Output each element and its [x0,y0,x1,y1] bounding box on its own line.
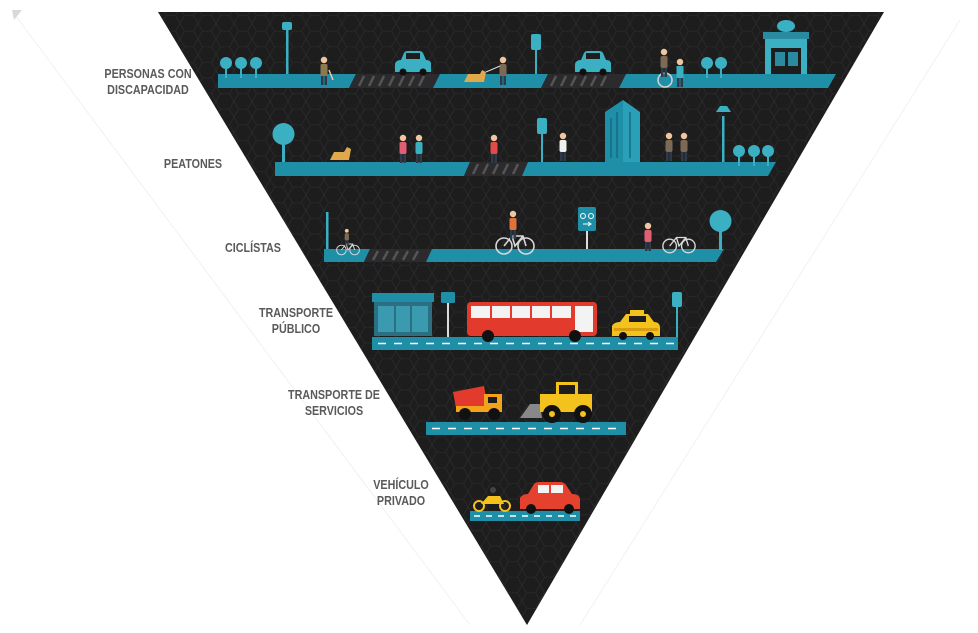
road-level-2 [275,162,470,176]
level-label-line1: CICLÍSTAS [225,241,281,255]
level-label-ciclistas: CICLÍSTAS [206,240,301,256]
taxi-icon [612,310,660,340]
corner-mark [12,10,22,20]
blind-person-with-guide-dog-icon [464,56,507,85]
person-walking-icon [559,132,567,161]
cyclist-icon [495,210,535,255]
level-label-line1: TRANSPORTE DE [288,388,380,402]
wheelchair-user-icon [657,48,684,88]
watermark-lines [14,14,961,626]
level-peatones [272,100,776,176]
crosswalk-1 [349,74,440,88]
person-walking-icon [644,222,652,251]
loader-icon [520,382,592,423]
street-lamp-icon [716,106,731,162]
runner-icon [490,134,498,163]
level-vehiculo-privado [470,482,580,521]
road-level-3 [324,249,370,262]
bus-icon [467,302,597,342]
street-lamp-icon [326,212,329,249]
kiosk-icon [763,20,809,74]
level-transporte-publico [372,292,682,350]
level-label-transporte-publico: TRANSPORTE PÚBLICO [244,305,347,337]
dump-truck-icon [453,386,502,420]
level-label-peatones: PEATONES [146,156,241,172]
person-walking-icon [320,56,334,85]
car-icon [520,482,580,514]
level-label-line1: PERSONAS CON [104,67,192,81]
traffic-light-icon [537,118,547,162]
level-label-line2: SERVICIOS [304,404,364,418]
level-ciclistas [324,207,732,262]
tree-icon [709,210,732,250]
traffic-light-icon [531,34,541,74]
level-label-line1: PEATONES [163,157,223,171]
road-level-5 [426,422,626,435]
road-level-1 [218,74,356,88]
bike-sign-icon [578,207,596,249]
level-label-line1: VEHÍCULO [373,478,429,492]
street-lamp-icon [282,22,292,74]
level-label-line2: PÚBLICO [271,322,321,336]
traffic-light-icon [672,292,682,337]
family-icon [399,134,423,163]
tree-icon [272,123,295,162]
level-transporte-de-servicios [426,382,626,435]
level-personas-con-discapacidad [218,20,836,88]
building-icon [605,100,640,162]
dog-icon [330,147,351,160]
level-label-line1: TRANSPORTE [258,306,334,320]
bus-sign-icon [441,292,455,337]
level-label-vehiculo-privado: VEHÍCULO PRIVADO [354,477,449,509]
level-label-transporte-de-servicios: TRANSPORTE DE SERVICIOS [274,387,394,419]
motorcycle-icon [473,487,511,512]
bus-stop-icon [372,293,434,336]
level-label-personas-con-discapacidad: PERSONAS CON DISCAPACIDAD [88,66,208,98]
level-label-line2: DISCAPACIDAD [107,83,189,97]
level-label-line2: PRIVADO [376,494,426,508]
